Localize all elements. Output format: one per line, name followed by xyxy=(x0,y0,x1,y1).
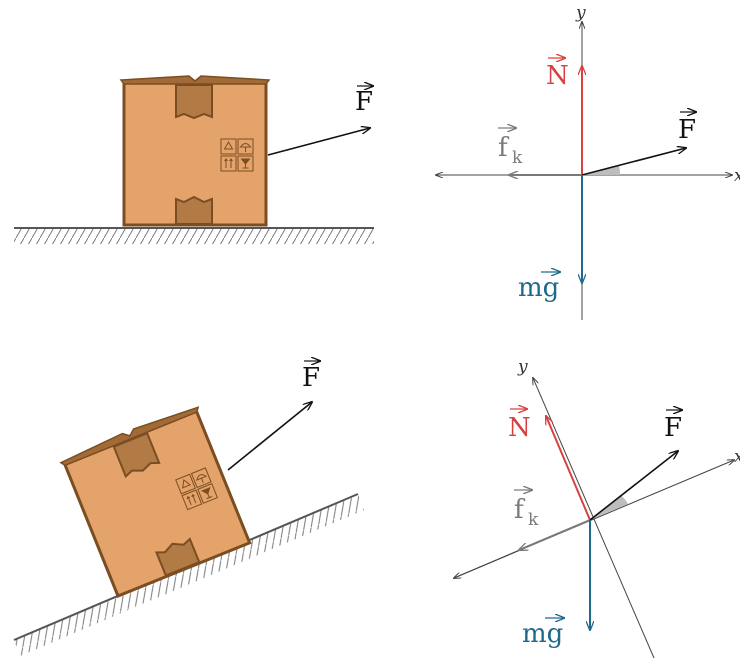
incline-scene: F xyxy=(13,361,364,656)
label-mg-flat: mg xyxy=(518,272,560,303)
x-axis-label-incline: x xyxy=(734,447,740,467)
svg-text:k: k xyxy=(528,510,539,530)
svg-text:f: f xyxy=(514,495,526,525)
flat-free-body-diagram: y x N F f k mg xyxy=(436,3,740,320)
svg-text:F: F xyxy=(678,115,696,145)
force-F-arrow-fbd-flat xyxy=(581,148,686,176)
normal-force-N-incline xyxy=(546,416,591,521)
svg-text:k: k xyxy=(512,148,523,168)
label-F-incline: F xyxy=(302,361,320,393)
label-F-flat: F xyxy=(355,86,373,117)
svg-text:F: F xyxy=(664,413,682,443)
label-fk-incline: f k xyxy=(514,490,539,530)
label-N-incline: N xyxy=(508,409,531,443)
svg-text:N: N xyxy=(546,61,569,91)
svg-text:F: F xyxy=(355,87,373,117)
x-axis-label-flat: x xyxy=(734,166,740,186)
label-fk-flat: f k xyxy=(498,128,523,168)
label-mg-incline: mg xyxy=(522,618,564,649)
flat-scene: F xyxy=(14,74,374,244)
y-axis-label-flat: y xyxy=(575,3,586,23)
flat-ground-hatch xyxy=(14,228,374,244)
label-N-flat: N xyxy=(546,58,569,91)
svg-text:N: N xyxy=(508,413,531,443)
force-F-arrow-incline xyxy=(227,402,312,471)
svg-text:mg: mg xyxy=(522,619,563,649)
label-F-fbd-flat: F xyxy=(678,112,696,145)
y-axis-label-incline: y xyxy=(517,357,528,377)
force-F-arrow-fbd-incline xyxy=(589,451,678,521)
label-F-fbd-incline: F xyxy=(664,410,682,443)
svg-text:f: f xyxy=(498,133,510,163)
cardboard-box-flat xyxy=(119,74,271,227)
friction-force-fk-incline xyxy=(519,519,591,550)
svg-text:F: F xyxy=(302,363,320,393)
incline-free-body-diagram: y x N F f k mg xyxy=(454,357,740,659)
force-F-arrow-flat xyxy=(267,128,370,156)
incline-hatch xyxy=(14,494,364,656)
angle-wedge-incline xyxy=(590,496,628,520)
svg-text:mg: mg xyxy=(518,273,559,303)
